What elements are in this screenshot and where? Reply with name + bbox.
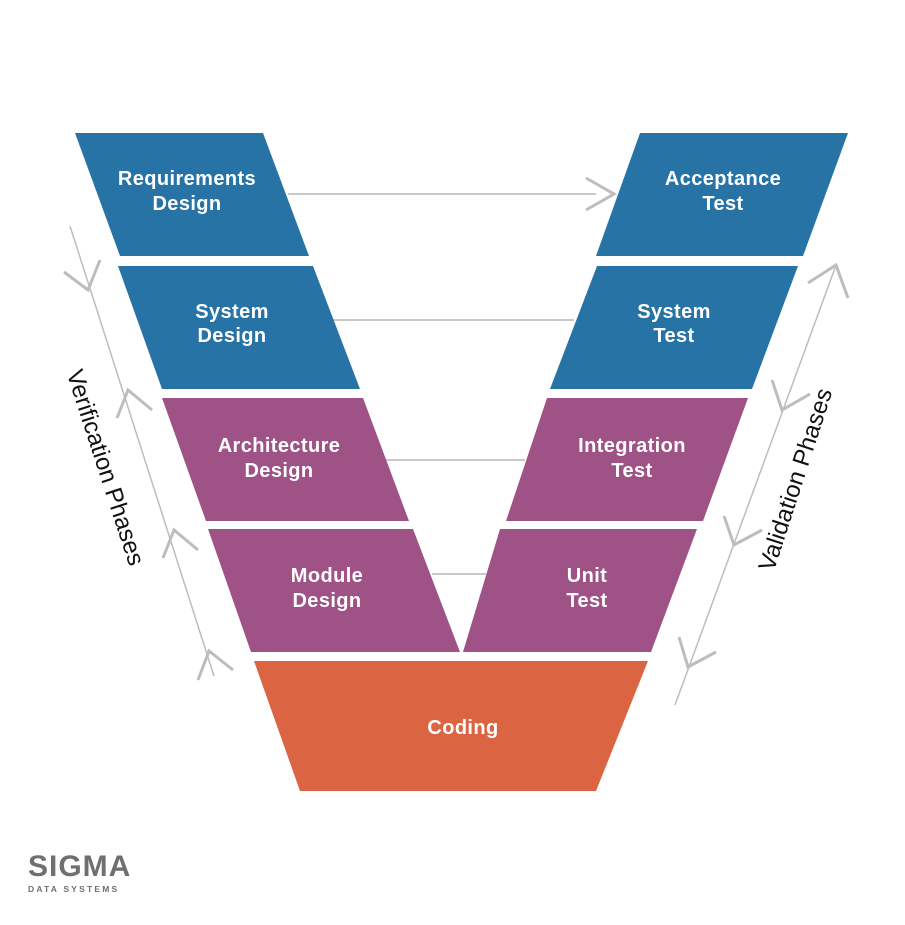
arrow-up-icon [196,648,234,681]
arrow-down-icon [770,379,811,413]
connector-arrowhead-icon [585,176,618,212]
arrow-down-icon [677,636,717,670]
validation-arrows [674,262,850,706]
system-design-block [118,266,360,389]
company-logo: SIGMA DATA SYSTEMS [28,852,158,902]
integration-test-block [506,398,748,521]
logo-name: SIGMA [28,850,132,883]
arrow-up-icon [115,387,153,419]
requirements-design-block [75,133,309,256]
architecture-design-block [162,398,409,521]
validation-phases-label: Validation Phases [754,385,839,574]
left-arm [75,133,460,652]
arrow-down-icon [63,259,102,293]
verification-arrows [63,225,234,681]
coding-block [254,661,648,791]
phase-connectors [288,176,618,575]
acceptance-test-block [596,133,848,256]
arrow-up-icon [807,262,850,299]
unit-test-block [463,529,697,652]
coding-label: Coding [427,717,498,739]
arrow-down-icon [722,515,763,548]
validation-axis-line [674,267,836,706]
arrow-up-icon [161,527,199,559]
system-test-block [550,266,798,389]
right-arm [463,133,848,652]
verification-axis-line [69,225,215,677]
module-design-block [208,529,460,652]
logo-tagline: DATA SYSTEMS [28,884,120,894]
